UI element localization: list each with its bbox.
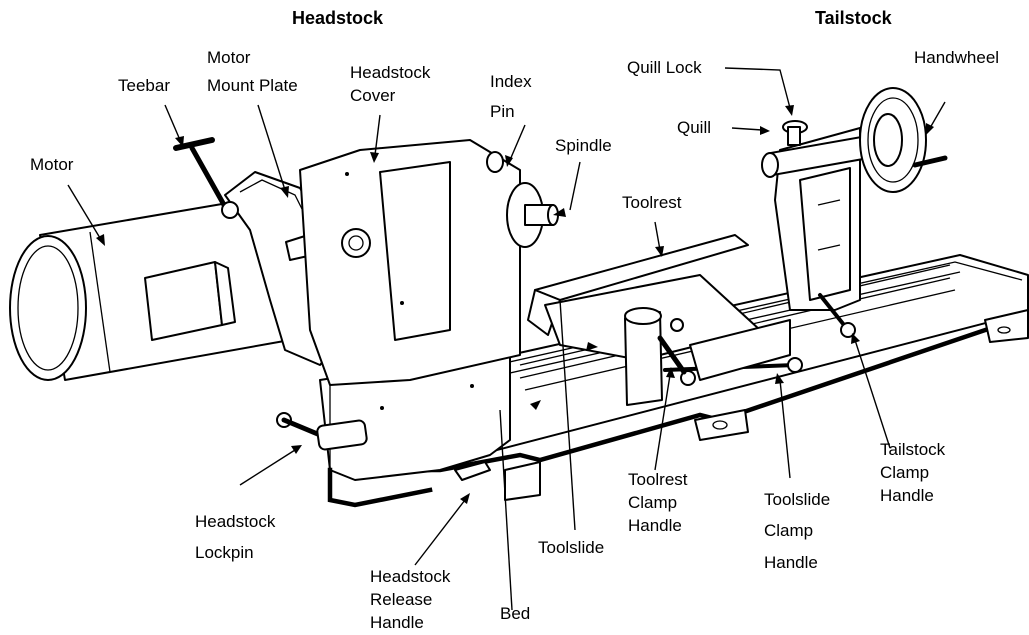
headstock-header: Headstock — [292, 8, 384, 28]
label-toolslide-clamp-line2: Clamp — [764, 521, 814, 540]
label-headstock-cover-line2: Cover — [350, 86, 396, 105]
label-headstock-release-line1: Headstock — [370, 567, 451, 586]
label-bed: Bed — [500, 604, 531, 623]
label-quill: Quill — [677, 118, 712, 137]
label-tailstock-clamp-line3: Handle — [880, 486, 934, 505]
label-toolslide-clamp-line1: Toolslide — [764, 490, 831, 509]
label-toolslide-clamp-line3: Handle — [764, 553, 818, 572]
label-headstock-cover-line1: Headstock — [350, 63, 431, 82]
tailstock-header: Tailstock — [815, 8, 892, 28]
label-toolrest-clamp-line2: Clamp — [628, 493, 678, 512]
label-index-pin-line1: Index — [490, 72, 532, 91]
label-motor-mount-line1: Motor — [207, 48, 251, 67]
label-motor: Motor — [30, 155, 74, 174]
label-headstock-lockpin-line1: Headstock — [195, 512, 276, 531]
label-index-pin-line2: Pin — [490, 102, 515, 121]
toolrest-assembly — [527, 234, 803, 406]
tailstock — [761, 87, 948, 338]
label-handwheel: Handwheel — [914, 48, 1000, 67]
headstock — [299, 139, 559, 508]
teebar — [173, 137, 239, 219]
label-tailstock-clamp-line2: Clamp — [880, 463, 930, 482]
label-spindle: Spindle — [555, 136, 612, 155]
label-toolrest: Toolrest — [622, 193, 682, 212]
label-toolslide: Toolslide — [538, 538, 605, 557]
label-motor-mount-line2: Mount Plate — [207, 76, 298, 95]
label-toolrest-clamp-line1: Toolrest — [628, 470, 688, 489]
label-headstock-lockpin-line2: Lockpin — [195, 543, 254, 562]
leader-lines — [67, 67, 946, 611]
label-tailstock-clamp-line1: Tailstock — [880, 440, 946, 459]
motor — [9, 194, 291, 381]
label-headstock-release-line2: Release — [370, 590, 433, 609]
label-headstock-release-line3: Handle — [370, 613, 424, 632]
label-toolrest-clamp-line3: Handle — [628, 516, 682, 535]
label-quill-lock: Quill Lock — [627, 58, 702, 77]
headstock-lockpin — [276, 412, 368, 451]
label-teebar: Teebar — [118, 76, 170, 95]
